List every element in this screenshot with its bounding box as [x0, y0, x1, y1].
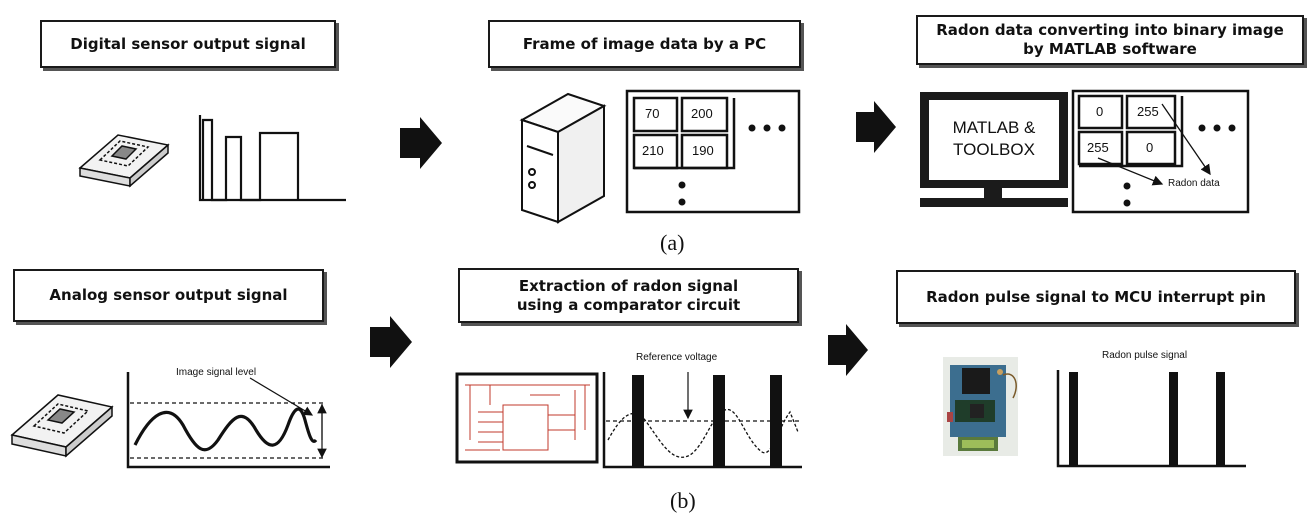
matlab-conversion-title: Radon data converting into binary image … [916, 15, 1304, 65]
radon-pulse-label: Radon pulse signal [1102, 350, 1188, 361]
comparator-title: Extraction of radon signal using a compa… [458, 268, 799, 323]
screen-line1: MATLAB & [952, 118, 1036, 137]
comparator-output-signal [602, 372, 802, 469]
digital-sensor-chip-icon [78, 134, 170, 188]
cell-value: 70 [645, 106, 660, 121]
caption-b: (b) [670, 488, 696, 513]
ellipsis-dots [1123, 124, 1236, 207]
analog-sensor-title-text: Analog sensor output signal [49, 286, 288, 304]
matlab-title-line2: by MATLAB software [1023, 40, 1197, 58]
cell-value: 200 [691, 106, 713, 121]
radon-pulse-signal [1056, 370, 1246, 468]
reference-voltage-label: Reference voltage [636, 352, 718, 363]
flow-arrow-icon [856, 101, 896, 153]
mcu-interrupt-title: Radon pulse signal to MCU interrupt pin [896, 270, 1296, 324]
caption-a: (a) [660, 230, 685, 255]
monitor-icon [920, 92, 1068, 207]
matlab-title-line1: Radon data converting into binary image [936, 21, 1284, 39]
binary-image-grid [1071, 89, 1250, 214]
cell-value: 255 [1137, 104, 1159, 119]
screen-line2: TOOLBOX [953, 140, 1035, 159]
cell-value: 210 [642, 143, 664, 158]
cell-value: 255 [1087, 140, 1109, 155]
cell-value: 0 [1096, 104, 1104, 119]
frame-image-title-text: Frame of image data by a PC [522, 34, 767, 53]
monitor-screen-text: MATLAB & TOOLBOX [929, 117, 1059, 161]
flow-arrow-icon [400, 117, 442, 169]
radon-data-label: Radon data [1168, 178, 1220, 189]
analog-sensor-title: Analog sensor output signal [13, 269, 324, 322]
cell-value: 0 [1146, 140, 1154, 155]
image-signal-level-label: Image signal level [176, 367, 257, 378]
comparator-circuit-schematic [455, 372, 599, 464]
digital-output-signal [198, 115, 346, 202]
analog-output-signal [126, 372, 330, 469]
comparator-title-line1: Extraction of radon signal [518, 276, 739, 295]
image-frame-grid [625, 89, 801, 214]
comparator-title-line2: using a comparator circuit [516, 295, 741, 314]
pc-tower-icon [519, 92, 607, 224]
flow-arrow-icon [828, 324, 868, 376]
mcu-interrupt-title-text: Radon pulse signal to MCU interrupt pin [926, 287, 1266, 306]
ellipsis-dots [678, 124, 786, 206]
digital-sensor-title-text: Digital sensor output signal [70, 34, 306, 53]
analog-sensor-chip-icon [10, 394, 114, 458]
radon-data-arrows [1097, 103, 1211, 186]
digital-sensor-title: Digital sensor output signal [40, 20, 336, 68]
frame-image-title: Frame of image data by a PC [488, 20, 801, 68]
cell-value: 190 [692, 143, 714, 158]
mcu-board-photo [943, 357, 1018, 456]
flow-arrow-icon [370, 316, 412, 368]
